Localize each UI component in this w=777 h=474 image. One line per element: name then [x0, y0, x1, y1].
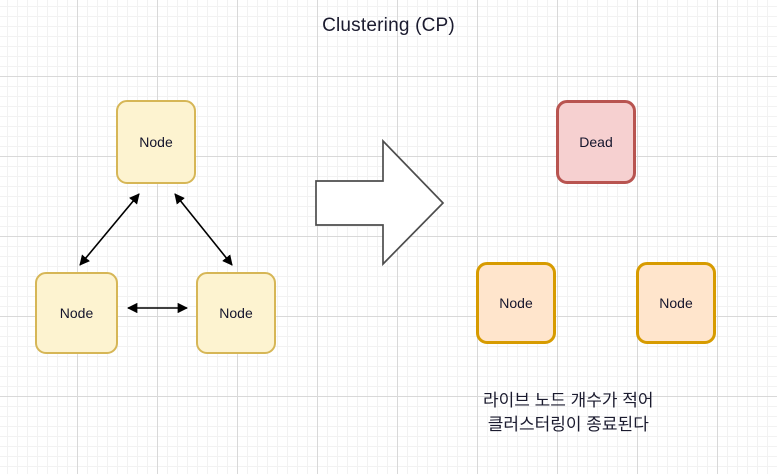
node-label: Node: [499, 295, 533, 311]
node-live-left[interactable]: Node: [476, 262, 556, 344]
page-title: Clustering (CP): [322, 15, 455, 36]
node-bottom-left[interactable]: Node: [35, 272, 118, 354]
node-top[interactable]: Node: [116, 100, 196, 184]
node-label: Node: [659, 295, 693, 311]
caption-line-2: 클러스터링이 종료된다: [487, 415, 649, 434]
connector-top-bottomright: [174, 193, 233, 266]
caption: 라이브 노드 개수가 적어 클러스터링이 종료된다: [483, 389, 654, 437]
node-label: Node: [219, 305, 253, 321]
node-bottom-right[interactable]: Node: [196, 272, 276, 354]
caption-line-1: 라이브 노드 개수가 적어: [483, 391, 654, 410]
connector-top-bottomleft: [79, 193, 140, 266]
node-label: Node: [139, 134, 173, 150]
node-live-right[interactable]: Node: [636, 262, 716, 344]
block-arrow-right-icon: [315, 138, 445, 267]
node-label: Node: [59, 305, 94, 321]
node-dead[interactable]: Dead: [556, 100, 636, 184]
node-label: Dead: [579, 134, 613, 150]
